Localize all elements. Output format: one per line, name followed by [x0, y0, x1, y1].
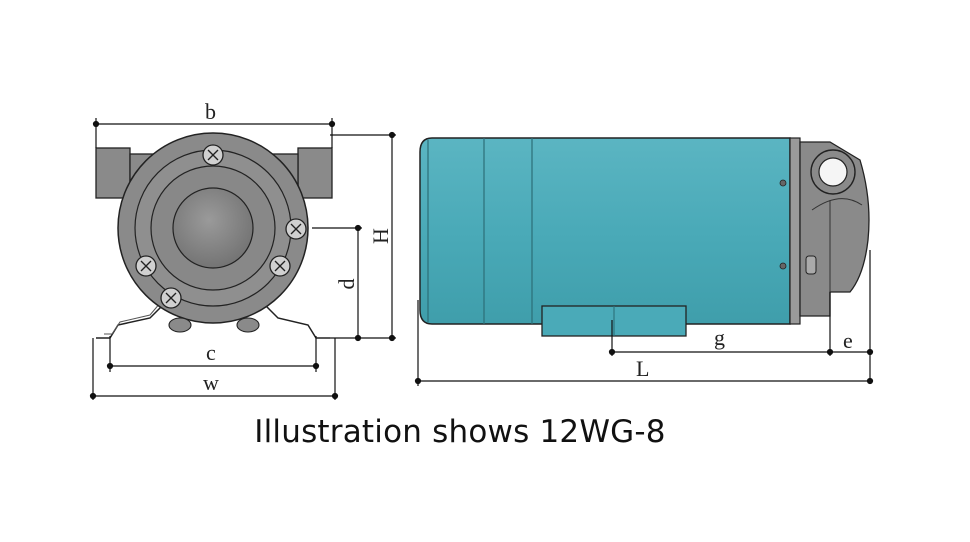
side-view: g e L — [414, 137, 874, 386]
screw-icon — [269, 255, 291, 277]
screw-icon — [160, 287, 182, 309]
pump-head-curve — [811, 198, 863, 211]
motor-flange — [789, 137, 801, 325]
dimension-H — [330, 131, 396, 342]
dimension-w — [89, 338, 339, 400]
label-H: H — [368, 228, 393, 244]
figure-caption: Illustration shows 12WG-8 — [254, 414, 666, 450]
motor-body — [419, 137, 791, 325]
screw-icon — [202, 144, 224, 166]
screw-icon — [135, 255, 157, 277]
front-view: b H d c w — [89, 99, 396, 400]
side-bolt-top — [779, 179, 787, 187]
dimension-d — [312, 224, 362, 342]
foot-knob-left — [168, 317, 192, 333]
label-b: b — [205, 99, 216, 124]
right-outlet-pipe — [297, 147, 333, 199]
label-c: c — [206, 340, 216, 365]
outlet-port-bore — [818, 157, 848, 187]
label-e: e — [843, 328, 853, 353]
base-bracket-inner — [104, 295, 167, 335]
dimension-L — [414, 300, 874, 386]
screw-icon — [285, 218, 307, 240]
pump-hub — [172, 187, 254, 269]
left-outlet-pipe — [95, 147, 131, 199]
label-d: d — [334, 279, 359, 290]
dimension-c — [106, 336, 320, 372]
dimension-b — [92, 118, 336, 148]
side-bolt — [805, 255, 817, 275]
label-g: g — [714, 325, 725, 350]
foot-knob-right — [236, 317, 260, 333]
side-bolt-bottom — [779, 262, 787, 270]
label-w: w — [203, 370, 219, 395]
dimension-e — [830, 250, 874, 384]
label-L: L — [636, 356, 649, 381]
screws — [135, 144, 307, 309]
